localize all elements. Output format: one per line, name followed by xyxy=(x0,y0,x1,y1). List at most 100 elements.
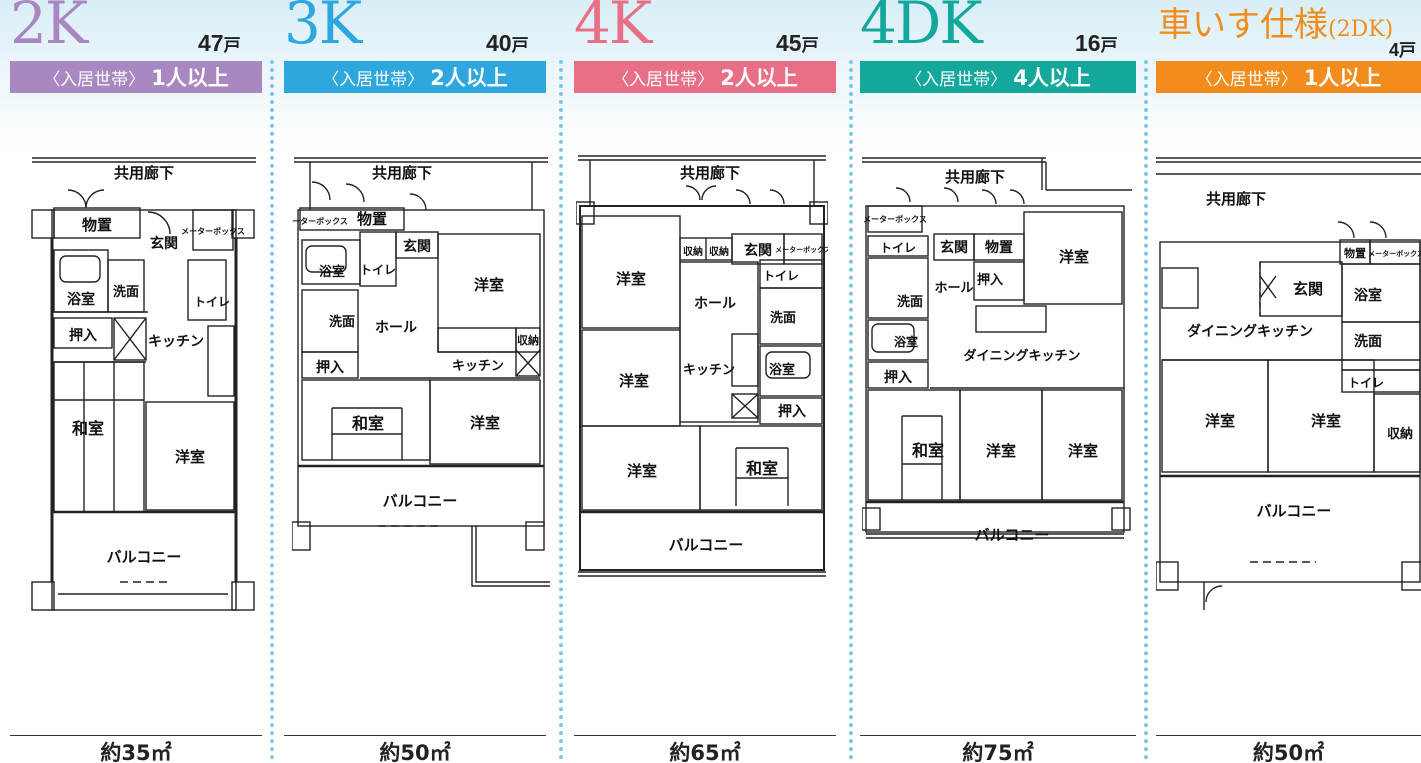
room-dining-kitchen: ダイニングキッチン xyxy=(963,348,1080,364)
room-balcony: バルコニー xyxy=(107,548,182,566)
plan-type-code: 4K xyxy=(574,0,652,57)
footer-divider xyxy=(574,735,836,736)
room-storage: 物置 xyxy=(82,216,112,234)
resident-value: 1人以上 xyxy=(151,66,229,90)
room-storage-2: 収納 xyxy=(517,333,539,347)
room-storage: 物置 xyxy=(985,239,1013,256)
resident-band: 〈入居世帯〉2人以上 xyxy=(574,61,836,93)
room-storage-2: 収納 xyxy=(1387,426,1413,442)
room-youshitsu-1: 洋室 xyxy=(1205,412,1235,430)
room-youshitsu-2: 洋室 xyxy=(619,372,649,390)
room-youshitsu-1: 洋室 xyxy=(1059,248,1089,266)
room-wash: 洗面 xyxy=(329,314,355,330)
unit-count-suffix: 戸 xyxy=(801,36,819,55)
room-storage: 物置 xyxy=(1344,246,1366,260)
room-balcony: バルコニー xyxy=(383,492,458,510)
column-separator xyxy=(1144,60,1148,760)
resident-value: 2人以上 xyxy=(720,66,798,90)
resident-value: 4人以上 xyxy=(1013,66,1091,90)
room-meter-box: メーターボックス xyxy=(1368,249,1421,258)
room-entrance: 玄関 xyxy=(1293,280,1323,298)
room-storage-a: 収納 xyxy=(683,245,703,258)
room-oshiire-2: 押入 xyxy=(884,369,912,386)
unit-count: 45戸 xyxy=(776,30,819,57)
unit-count-number: 40 xyxy=(486,30,512,56)
unit-count-suffix: 戸 xyxy=(1399,41,1417,60)
room-bath: 浴室 xyxy=(67,291,95,308)
room-toilet: トイレ xyxy=(194,295,230,309)
resident-label: 〈入居世帯〉 xyxy=(905,69,1008,90)
floor-plan-4dk: 共用廊下 メーターボックス トイレ 玄関 物置 洋室 洗面 ホール 押入 浴室 … xyxy=(862,150,1132,600)
room-toilet: トイレ xyxy=(1348,376,1384,390)
unit-count-number: 16 xyxy=(1075,30,1101,56)
plan-2k-column: 2K 47戸 〈入居世帯〉1人以上 xyxy=(0,0,270,763)
unit-count-suffix: 戸 xyxy=(223,36,241,55)
room-corridor: 共用廊下 xyxy=(680,164,740,182)
room-bath: 浴室 xyxy=(1354,287,1382,304)
resident-label: 〈入居世帯〉 xyxy=(322,69,425,90)
column-separator xyxy=(270,60,274,760)
room-balcony: バルコニー xyxy=(669,536,744,554)
room-bath: 浴室 xyxy=(894,334,918,349)
room-youshitsu-3: 洋室 xyxy=(1068,442,1098,460)
floor-area: 約65㎡ xyxy=(669,741,741,763)
room-hall: ホール xyxy=(694,296,736,312)
room-youshitsu-2: 洋室 xyxy=(1311,412,1341,430)
room-kitchen: キッチン xyxy=(452,359,504,374)
room-washitsu: 和室 xyxy=(746,459,778,478)
unit-count: 40戸 xyxy=(486,30,529,57)
room-youshitsu-2: 洋室 xyxy=(470,414,500,432)
room-wash: 洗面 xyxy=(897,294,923,310)
room-entrance: 玄関 xyxy=(403,238,431,255)
room-bath: 浴室 xyxy=(319,264,345,280)
plan-4k-column: 4K 45戸 〈入居世帯〉2人以上 xyxy=(574,0,844,763)
room-oshiire-1: 押入 xyxy=(977,272,1003,288)
floor-plan-drawing: 共用廊下 メーターボックス トイレ 玄関 物置 洋室 洗面 ホール 押入 浴室 … xyxy=(862,157,1132,544)
room-youshitsu-3: 洋室 xyxy=(627,462,657,480)
plan-type-name: 車いす仕様 xyxy=(1158,5,1328,45)
room-toilet: トイレ xyxy=(763,269,799,283)
room-wash: 洗面 xyxy=(770,310,796,326)
room-oshiire: 押入 xyxy=(69,327,97,344)
room-meter-box: メーターボックス xyxy=(181,226,245,236)
unit-count-number: 45 xyxy=(776,30,802,56)
floor-plan-wheelchair: 共用廊下 物置 メーターボックス 玄関 浴室 ダイニングキッチン 洗面 トイレ … xyxy=(1156,150,1421,610)
floor-area: 約50㎡ xyxy=(1252,741,1325,763)
room-meter-box: メーターボックス xyxy=(775,245,828,254)
floor-plan-drawing: 共用廊下 収納 収納 玄関 メーターボックス 洋室 ホール トイレ 洗面 洋室 … xyxy=(576,155,828,577)
unit-count: 4戸 xyxy=(1389,36,1416,61)
plan-type-code: 4DK xyxy=(860,0,983,57)
room-bath: 浴室 xyxy=(769,362,795,378)
footer-divider xyxy=(10,735,262,736)
resident-label: 〈入居世帯〉 xyxy=(1195,69,1298,90)
floor-area: 約75㎡ xyxy=(962,741,1034,763)
floor-area: 約50㎡ xyxy=(379,741,451,763)
room-washitsu: 和室 xyxy=(72,419,104,438)
room-entrance: 玄関 xyxy=(150,235,178,252)
room-entrance: 玄関 xyxy=(744,242,772,259)
room-youshitsu-1: 洋室 xyxy=(474,276,504,294)
room-kitchen: キッチン xyxy=(148,334,204,350)
room-meter-box: メーターボックス xyxy=(292,216,348,226)
unit-count: 16戸 xyxy=(1075,30,1118,57)
room-youshitsu-1: 洋室 xyxy=(616,270,646,288)
column-separator xyxy=(849,60,853,760)
plan-wheelchair-column: 車いす仕様(2DK) 4戸 〈入居世帯〉1人以上 xyxy=(1156,0,1421,763)
resident-value: 1人以上 xyxy=(1303,66,1382,90)
room-corridor: 共用廊下 xyxy=(945,168,1005,186)
room-storage: 物置 xyxy=(357,210,387,228)
room-toilet: トイレ xyxy=(880,241,916,255)
room-corridor: 共用廊下 xyxy=(114,164,174,182)
room-kitchen: キッチン xyxy=(683,363,735,378)
resident-band: 〈入居世帯〉2人以上 xyxy=(284,61,546,93)
room-wash: 洗面 xyxy=(113,284,139,300)
room-corridor: 共用廊下 xyxy=(372,164,432,182)
resident-band: 〈入居世帯〉4人以上 xyxy=(860,61,1136,93)
room-wash: 洗面 xyxy=(1354,333,1382,350)
room-toilet: トイレ xyxy=(360,263,396,277)
floor-plan-drawing: 共用廊下 物置 玄関 メーターボックス 浴室 洗面 トイレ 押入 キッチン 和室… xyxy=(31,157,256,611)
floor-area: 約35㎡ xyxy=(100,741,172,763)
room-washitsu: 和室 xyxy=(912,441,944,460)
plan-type-code: 3K xyxy=(284,0,362,57)
floor-plan-3k: 共用廊下 メーターボックス 物置 浴室 トイレ 玄関 洋室 洗面 ホール 収納 … xyxy=(292,150,550,600)
